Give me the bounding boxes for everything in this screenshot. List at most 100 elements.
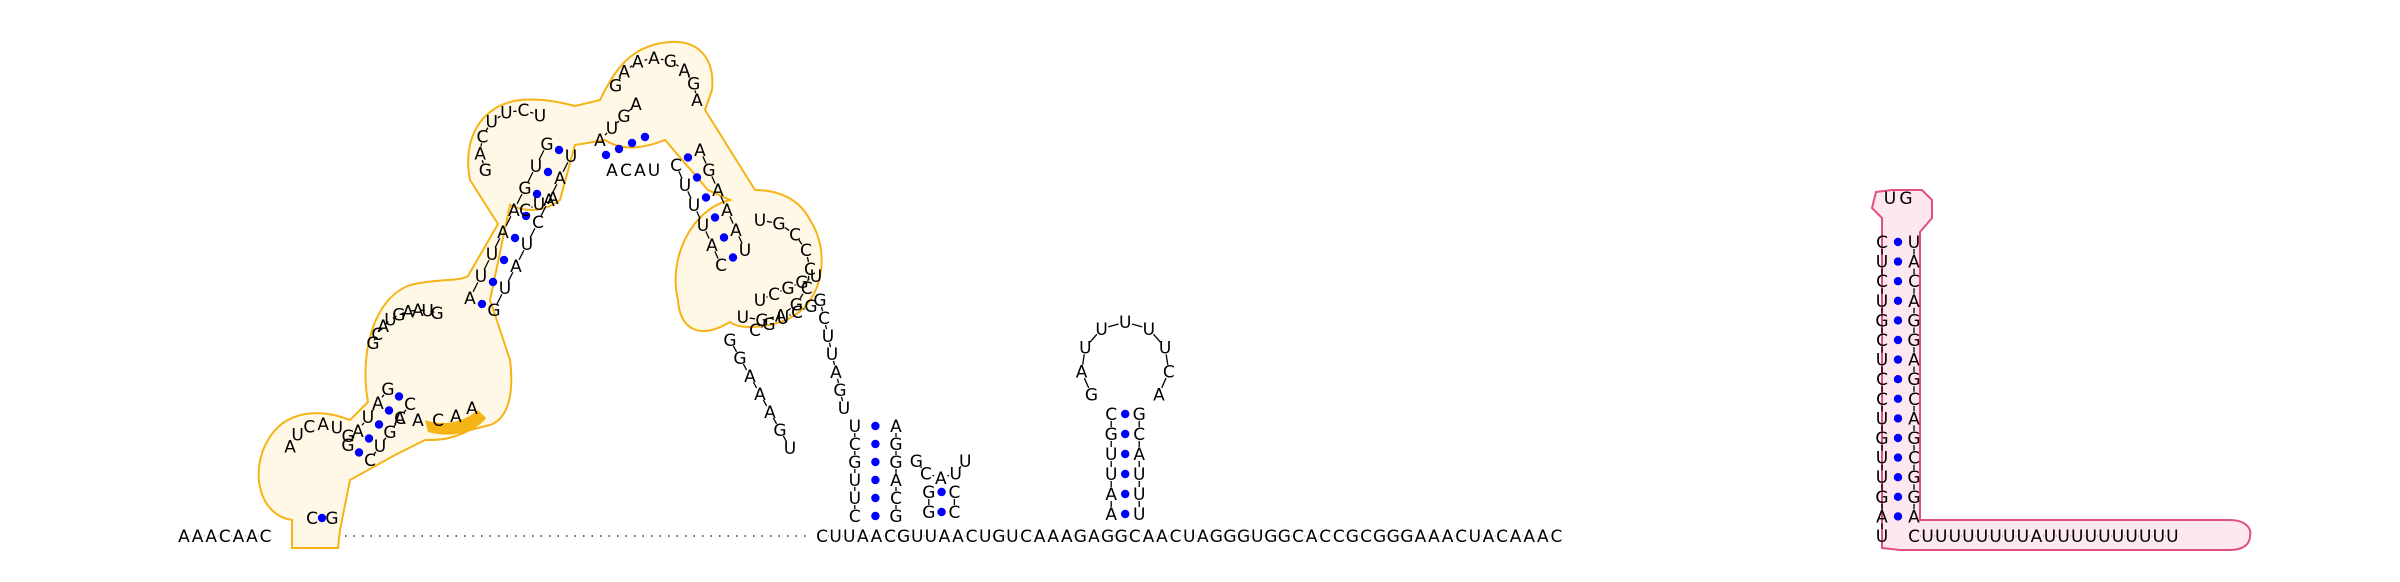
base-pair-dot [937, 487, 946, 497]
nucleotide: A [764, 403, 776, 423]
backbone-segment [430, 310, 435, 313]
nucleotide: U [688, 196, 700, 216]
nucleotide: A [1105, 505, 1117, 525]
nucleotide: C [1908, 272, 1920, 292]
nucleotide: U [2071, 527, 2083, 547]
nucleotide: G [1346, 527, 1359, 547]
nucleotide: A [402, 302, 414, 322]
backbone-segment [629, 65, 633, 68]
nucleotide: U [826, 345, 838, 365]
nucleotide: A [543, 191, 555, 211]
backbone-segment [772, 417, 778, 425]
nucleotide: A [1876, 507, 1888, 527]
nucleotide: C [1292, 527, 1304, 547]
nucleotide: C [394, 409, 406, 429]
backbone-segment [738, 236, 743, 244]
nucleotide: A [721, 201, 733, 221]
backbone-segment [762, 399, 768, 407]
nucleotide: U [530, 157, 542, 177]
nucleotide: C [1333, 527, 1345, 547]
nucleotide: C [1876, 390, 1888, 410]
nucleotide: A [890, 471, 902, 491]
backbone-segment [505, 215, 512, 227]
base-pair-dot [1121, 429, 1130, 439]
backbone-segment [828, 342, 832, 348]
nucleotide: U [2125, 527, 2137, 547]
nucleotide: G [325, 509, 338, 529]
backbone-segment [840, 396, 844, 402]
nucleotide: A [464, 289, 476, 309]
base-pair-dot [1893, 277, 1903, 286]
nucleotide: C [1908, 449, 1920, 469]
nucleotide: A [1908, 253, 1920, 273]
nucleotide: U [1006, 527, 1018, 547]
backbone-segment [410, 309, 416, 312]
nucleotide: A [632, 53, 644, 73]
nucleotide: G [1387, 527, 1400, 547]
base-pair-dot [1893, 237, 1903, 247]
nucleotide: A [754, 385, 766, 405]
nucleotide: G [790, 295, 803, 315]
backbone-segment [361, 422, 365, 426]
backbone-segment [529, 111, 534, 114]
nucleotide: A [890, 417, 902, 437]
backbone-segment [1081, 354, 1085, 365]
orange-accent-highlight [425, 410, 486, 435]
base-pair-dot [1893, 453, 1903, 462]
nucleotide: A [857, 527, 869, 547]
nucleotide: U [1133, 505, 1145, 525]
base-pair-dot [532, 189, 542, 199]
nucleotide: A [1047, 527, 1059, 547]
base-pair-dot [1893, 375, 1903, 384]
nucleotide: A [691, 91, 703, 111]
terminator-highlight [1870, 189, 2252, 551]
nucleotide: U [2057, 527, 2069, 547]
nucleotide: G [1223, 527, 1236, 547]
nucleotide: U [925, 527, 937, 547]
nucleotide: U [1079, 338, 1091, 358]
base-pair-dot [1121, 469, 1130, 479]
base-pair-dot [601, 150, 611, 160]
nucleotide: G [781, 279, 794, 299]
backbone-segment [616, 120, 620, 124]
nucleotide: U [754, 291, 766, 311]
nucleotide: G [889, 435, 902, 455]
nucleotide: U [1105, 445, 1117, 465]
base-pair-dot [1121, 489, 1130, 499]
backbone-segment [732, 345, 738, 353]
nucleotide: U [1876, 449, 1888, 469]
backbone-segment [551, 183, 558, 195]
nucleotide: A [679, 61, 691, 81]
nucleotide: U [949, 464, 961, 484]
nucleotide: C [306, 509, 318, 529]
nucleotide: U [1976, 527, 1988, 547]
nucleotide: G [1907, 429, 1920, 449]
nucleotide: A [606, 161, 618, 181]
backbone-segment [752, 381, 758, 389]
backbone-segment [836, 378, 840, 384]
nucleotide: C [1455, 527, 1467, 547]
backbone-segment [529, 227, 536, 239]
nucleotide: U [1962, 527, 1974, 547]
nucleotide: A [1442, 527, 1454, 547]
nucleotide: A [1197, 527, 1209, 547]
nucleotide: C [1105, 405, 1117, 425]
backbone-segment [562, 161, 569, 173]
nucleotide: U [2044, 527, 2056, 547]
nucleotide: A [192, 527, 204, 547]
nucleotide: A [284, 437, 296, 457]
base-pair-dot [871, 511, 880, 521]
nucleotide: U [697, 216, 709, 236]
base-pair-dot [317, 513, 327, 523]
backbone-segment [1089, 333, 1098, 343]
nucleotide: U [2085, 527, 2097, 547]
nucleotide: U [1884, 189, 1896, 209]
nucleotide: U [829, 527, 841, 547]
backbone-segment [687, 191, 692, 199]
nucleotide: G [392, 306, 405, 326]
nucleotide: C [1360, 527, 1372, 547]
nucleotide: G [1105, 425, 1118, 445]
nucleotide: C [1876, 331, 1888, 351]
nucleotide: A [1105, 485, 1117, 505]
nucleotide: A [1908, 507, 1920, 527]
